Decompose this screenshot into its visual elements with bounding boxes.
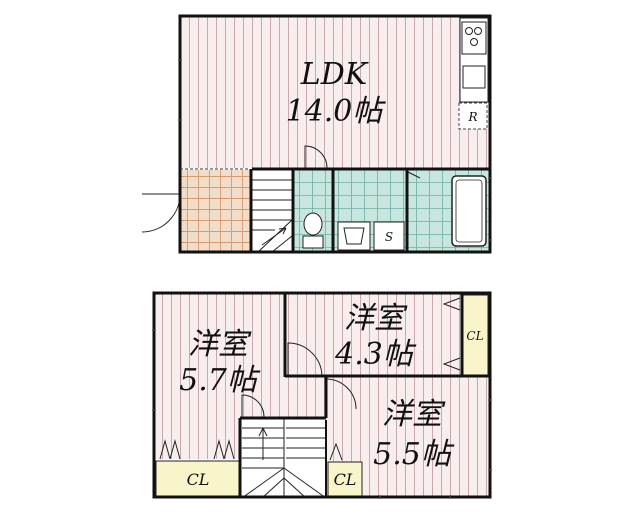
floor-1-windows (178, 59, 492, 241)
room-north-door-swing (287, 342, 323, 378)
stair-floor-1 (252, 170, 292, 252)
ldk-floor (180, 16, 490, 168)
bath-door (407, 171, 421, 179)
hall-floor (240, 377, 326, 417)
room-west-name: 洋室 (188, 327, 252, 362)
floor-2-walls (152, 291, 492, 499)
fridge-space (458, 102, 488, 130)
laundry-mark: S (385, 230, 393, 244)
floor-1-inner-walls (249, 167, 490, 252)
room-east-name: 洋室 (382, 397, 446, 432)
floor-1 (141, 14, 492, 254)
closet-north-label: CL (466, 329, 483, 343)
closet-east-label: CL (334, 470, 357, 489)
laundry-space (373, 221, 405, 251)
room-north-floor (286, 293, 462, 375)
fridge-mark: R (467, 110, 477, 124)
closet-west (155, 460, 241, 498)
ldk-name: LDK (300, 57, 369, 92)
toilet-fixture (302, 212, 324, 249)
closet-east (327, 461, 363, 498)
floor-2 (152, 291, 492, 499)
room-west-size: 5.7帖 (179, 363, 261, 398)
floor-2-windows (152, 329, 492, 499)
washbasin (337, 221, 371, 251)
room-west-door-swing (241, 394, 265, 418)
closet-doors (159, 297, 461, 461)
kitchen-counter (459, 17, 489, 103)
closet-west-label: CL (187, 470, 210, 489)
ldk-door-swing (304, 145, 328, 169)
room-east-size: 5.5帖 (373, 437, 455, 472)
stair-treads-1 (252, 179, 293, 253)
bathtub (451, 175, 487, 247)
entrance-door-swing (141, 193, 181, 233)
stair-treads-2 (241, 418, 327, 499)
entrance-floor (180, 170, 250, 252)
room-north-name: 洋室 (344, 301, 408, 336)
ldk-size: 14.0帖 (286, 94, 387, 129)
floor-1-outer-wall (178, 14, 492, 254)
room-north-size: 4.3帖 (334, 337, 417, 372)
